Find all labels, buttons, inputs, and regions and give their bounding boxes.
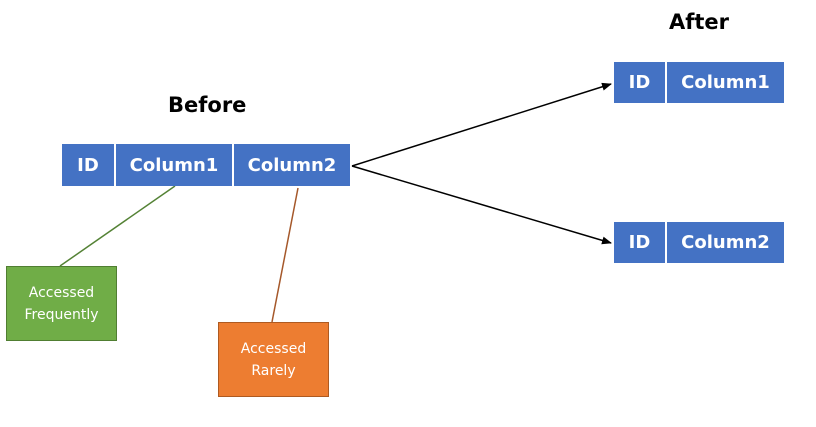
before-table-cell-column2: Column2 [234,144,350,186]
rare-connector-line [271,187,299,323]
frequent-connector-line [59,185,176,267]
after-lower-cell-column2: Column2 [667,222,784,263]
accessed-rarely-note: Accessed Rarely [218,322,329,397]
after-label: After [669,10,730,34]
accessed-frequently-note: Accessed Frequently [6,266,117,341]
before-table-cell-id: ID [62,144,114,186]
after-upper-cell-column1: Column1 [667,62,784,103]
after-upper-cell-id: ID [614,62,665,103]
after-lower-cell-id: ID [614,222,665,263]
split-arrow-upper [351,82,612,167]
before-table-cell-column1: Column1 [116,144,232,186]
before-label: Before [168,93,247,117]
split-arrow-lower [351,165,612,245]
